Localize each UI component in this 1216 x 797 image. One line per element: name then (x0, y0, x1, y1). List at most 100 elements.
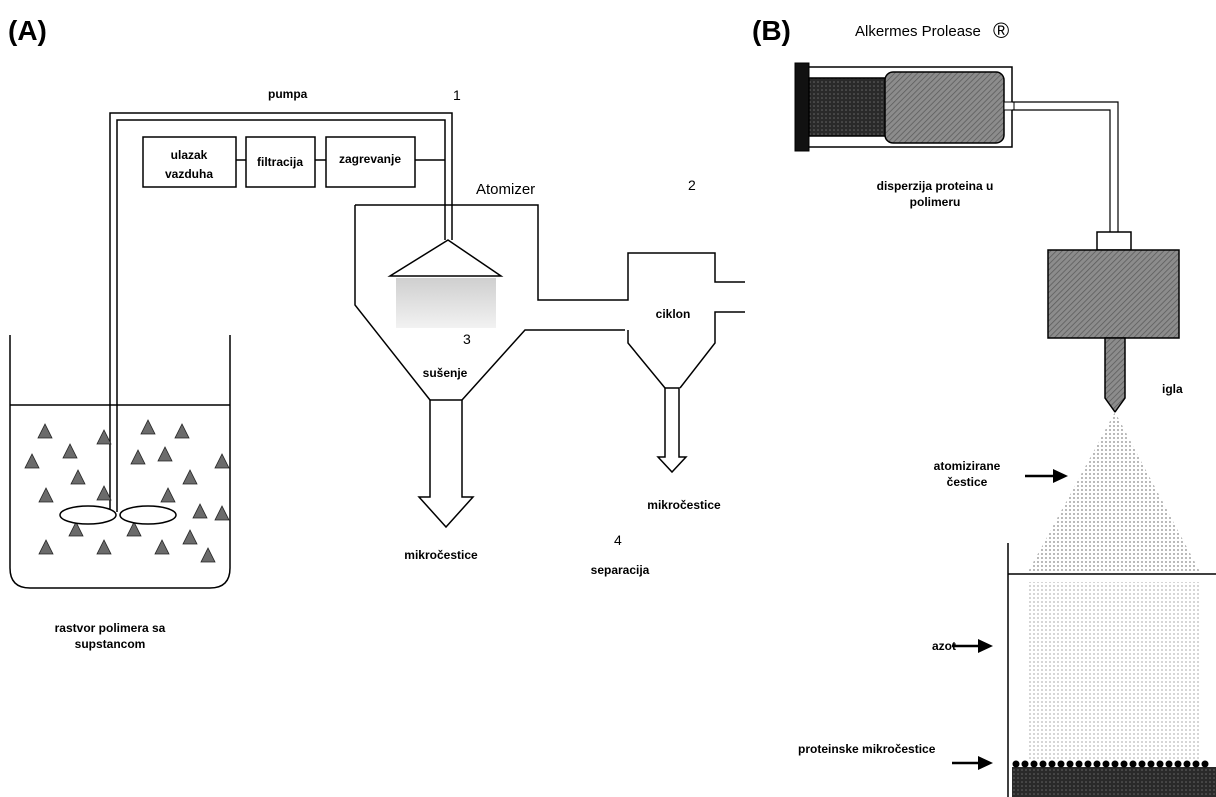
pump-label: pumpa (268, 87, 308, 101)
particle-triangle (37, 423, 53, 439)
particle-triangle (126, 521, 142, 537)
protein-microparticles-label: proteinske mikročestice (798, 742, 936, 756)
particle-triangle (214, 505, 230, 521)
microparticle-bead (1165, 760, 1173, 768)
air-inlet-line-2: vazduha (165, 167, 213, 181)
registered-mark: ® (993, 18, 1009, 43)
microparticle-bead (1021, 760, 1029, 768)
microparticle-bead (1057, 760, 1065, 768)
step-2: 2 (688, 177, 696, 193)
atomized-arrow (1025, 469, 1068, 483)
particle-triangle (140, 419, 156, 435)
particle-triangle (68, 521, 84, 537)
nozzle-connector (1096, 231, 1132, 251)
chamber-outlet-arrow (417, 399, 475, 529)
microparticle-bead (1138, 760, 1146, 768)
particle-triangle (130, 449, 146, 465)
microparticle-beads (1012, 760, 1209, 768)
particle-triangle (96, 429, 112, 445)
particle-triangle (70, 469, 86, 485)
particle-triangle (160, 487, 176, 503)
nozzle-body (1047, 249, 1180, 339)
cyclone-label: ciklon (656, 307, 691, 321)
panel-b-label: (B) (752, 15, 791, 46)
spray-cloud (396, 278, 496, 328)
microparticle-bead (1120, 760, 1128, 768)
particle-triangle (38, 487, 54, 503)
separation-label: separacija (591, 563, 650, 577)
panel-b-title: Alkermes Prolease (855, 23, 981, 40)
chamber-microparticles-label: mikročestice (404, 548, 478, 562)
particle-triangle (157, 446, 173, 462)
nitrogen-arrow (952, 639, 993, 653)
microparticle-bead (1129, 760, 1137, 768)
needle (1104, 337, 1126, 414)
falling-particles (1028, 582, 1200, 760)
microparticle-bead (1156, 760, 1164, 768)
needle-label: igla (1162, 382, 1183, 396)
stirrer-blade-right (119, 505, 177, 525)
particle-triangle (96, 539, 112, 555)
drying-label: sušenje (423, 366, 468, 380)
air-inlet-line-1: ulazak (171, 148, 208, 162)
air-flow (142, 136, 445, 188)
microparticle-bead (1012, 760, 1020, 768)
panel-b: (B) Alkermes Prolease ® disperzija prote… (752, 15, 1216, 797)
pump-lines (109, 112, 453, 512)
atomizer-label: Atomizer (476, 181, 535, 198)
microparticle-bead (1147, 760, 1155, 768)
microparticle-bead (1066, 760, 1074, 768)
cyclone-microparticles-label: mikročestice (647, 498, 721, 512)
microparticle-bead (1030, 760, 1038, 768)
solution-line-1: rastvor polimera sa (55, 621, 166, 635)
protein-arrow (952, 756, 993, 770)
panel-a-label: (A) (8, 15, 47, 46)
nitrogen-label: azot (932, 639, 956, 653)
atomized-spray (1028, 412, 1200, 572)
particle-triangle (154, 539, 170, 555)
particle-triangle (182, 529, 198, 545)
syringe (794, 62, 1015, 152)
microparticle-bead (1039, 760, 1047, 768)
microparticle-bead (1048, 760, 1056, 768)
stirrer-blade-left (59, 505, 117, 525)
drying-chamber (354, 204, 625, 401)
particle-triangle (192, 503, 208, 519)
tube-outer (1012, 101, 1119, 232)
dispersion-line-1: disperzija proteina u (877, 179, 994, 193)
dispersion-line-2: polimeru (910, 195, 961, 209)
microparticle-bead (1183, 760, 1191, 768)
heating-label: zagrevanje (339, 152, 401, 166)
microparticle-bead (1093, 760, 1101, 768)
particle-triangle (182, 469, 198, 485)
atomizer-nozzle (387, 239, 504, 277)
particles (24, 419, 230, 563)
particle-triangle (200, 547, 216, 563)
microparticle-bead (1174, 760, 1182, 768)
atomized-line-2: čestice (947, 475, 988, 489)
filtration-label: filtracija (257, 155, 303, 169)
microparticle-bead (1084, 760, 1092, 768)
particle-triangle (214, 453, 230, 469)
microparticle-bead (1192, 760, 1200, 768)
microparticle-bead (1111, 760, 1119, 768)
step-1: 1 (453, 87, 461, 103)
particle-triangle (174, 423, 190, 439)
tube-inner (1012, 109, 1111, 232)
particle-triangle (96, 485, 112, 501)
cyclone-outlet-arrow (656, 387, 688, 474)
step-4: 4 (614, 532, 622, 548)
particle-triangle (38, 539, 54, 555)
particle-triangle (62, 443, 78, 459)
collection-layer (1012, 767, 1216, 797)
particle-triangle (24, 453, 40, 469)
beaker (9, 335, 231, 589)
atomized-line-1: atomizirane (934, 459, 1001, 473)
step-3: 3 (463, 331, 471, 347)
cyclone (625, 252, 745, 389)
solution-line-2: supstancom (75, 637, 146, 651)
microparticle-bead (1102, 760, 1110, 768)
microparticle-bead (1201, 760, 1209, 768)
panel-a: (A) pumpa 1 ulazak vazduha filtracija za… (8, 15, 745, 651)
